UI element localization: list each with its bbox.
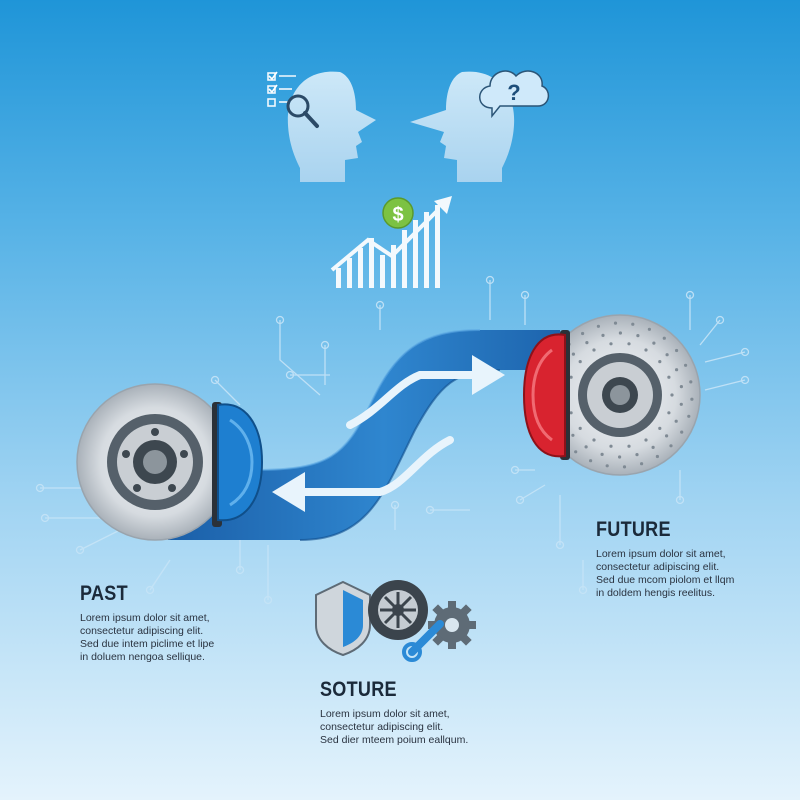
soture-description: Lorem ipsum dolor sit amet, consectetur … — [320, 708, 469, 746]
backward-arrow-icon — [272, 436, 454, 512]
drill-hole — [665, 434, 669, 438]
drill-hole — [627, 444, 631, 448]
wheel-icon — [368, 580, 428, 640]
gear-icon — [428, 601, 476, 649]
dollar-coin-icon: $ — [382, 197, 414, 229]
drill-hole — [670, 393, 674, 397]
past-brake-disc-icon — [76, 383, 234, 541]
drill-hole — [631, 322, 635, 326]
drill-hole — [581, 331, 585, 336]
drill-hole — [578, 360, 582, 364]
drill-hole — [667, 411, 671, 415]
blue-caliper-icon — [212, 402, 264, 527]
drill-hole — [578, 426, 582, 430]
drill-hole — [589, 459, 593, 463]
drill-hole — [647, 327, 652, 331]
drill-hole — [679, 402, 683, 406]
circuit-lines — [35, 275, 750, 605]
drill-hole — [640, 462, 644, 466]
drill-hole — [644, 438, 648, 442]
drill-hole — [662, 336, 666, 340]
drill-hole — [609, 444, 613, 448]
drill-hole — [667, 375, 671, 379]
drill-hole — [675, 348, 679, 353]
drill-hole — [674, 419, 678, 423]
drill-hole — [675, 368, 679, 372]
drill-hole — [585, 341, 589, 345]
drill-hole — [689, 380, 693, 384]
drill-hole — [655, 454, 660, 459]
drill-hole — [665, 353, 669, 357]
drill-hole — [669, 444, 673, 448]
drill-hole — [596, 324, 601, 328]
drill-hole — [658, 426, 662, 430]
drill-hole — [684, 363, 688, 367]
drill-hole — [658, 360, 662, 364]
drill-hole — [592, 348, 596, 352]
drill-hole — [584, 445, 588, 449]
checklist-icon — [267, 71, 296, 107]
drill-hole — [600, 452, 604, 456]
drill-hole — [571, 352, 576, 356]
drill-hole — [644, 348, 648, 352]
drill-hole — [601, 333, 605, 337]
drill-hole — [613, 321, 618, 325]
future-description: Lorem ipsum dolor sit amet, consectetur … — [596, 548, 735, 599]
soture-title: SOTURE — [320, 678, 397, 701]
drill-hole — [690, 397, 694, 401]
future-title: FUTURE — [596, 518, 671, 541]
drill-hole — [622, 465, 627, 469]
magnifier-icon — [286, 94, 319, 128]
growth-chart-icon — [330, 196, 452, 288]
drill-hole — [592, 438, 596, 442]
shield-icon — [315, 580, 371, 657]
drill-hole — [574, 450, 578, 454]
drill-hole — [605, 464, 609, 468]
past-description: Lorem ipsum dolor sit amet, consectetur … — [80, 612, 215, 663]
drill-hole — [680, 430, 684, 434]
wrench-icon — [402, 620, 444, 662]
drill-hole — [618, 455, 622, 459]
red-caliper-icon — [522, 330, 570, 460]
drill-hole — [679, 385, 684, 389]
drill-hole — [635, 453, 639, 457]
dollar-sign-text: $ — [392, 204, 403, 226]
drill-hole — [569, 375, 573, 379]
drill-hole — [571, 433, 575, 437]
drill-hole — [627, 342, 631, 346]
drill-hole — [652, 341, 656, 345]
drill-hole — [636, 334, 640, 338]
drill-hole — [609, 342, 613, 346]
question-mark-text: ? — [507, 80, 520, 105]
drill-hole — [687, 414, 691, 418]
question-cloud-icon: ? — [479, 70, 550, 119]
drill-hole — [569, 411, 573, 415]
forward-arrow-icon — [346, 355, 505, 429]
drill-hole — [618, 331, 623, 335]
drill-hole — [651, 445, 655, 449]
left-head-icon — [287, 71, 376, 182]
past-title: PAST — [80, 582, 128, 605]
